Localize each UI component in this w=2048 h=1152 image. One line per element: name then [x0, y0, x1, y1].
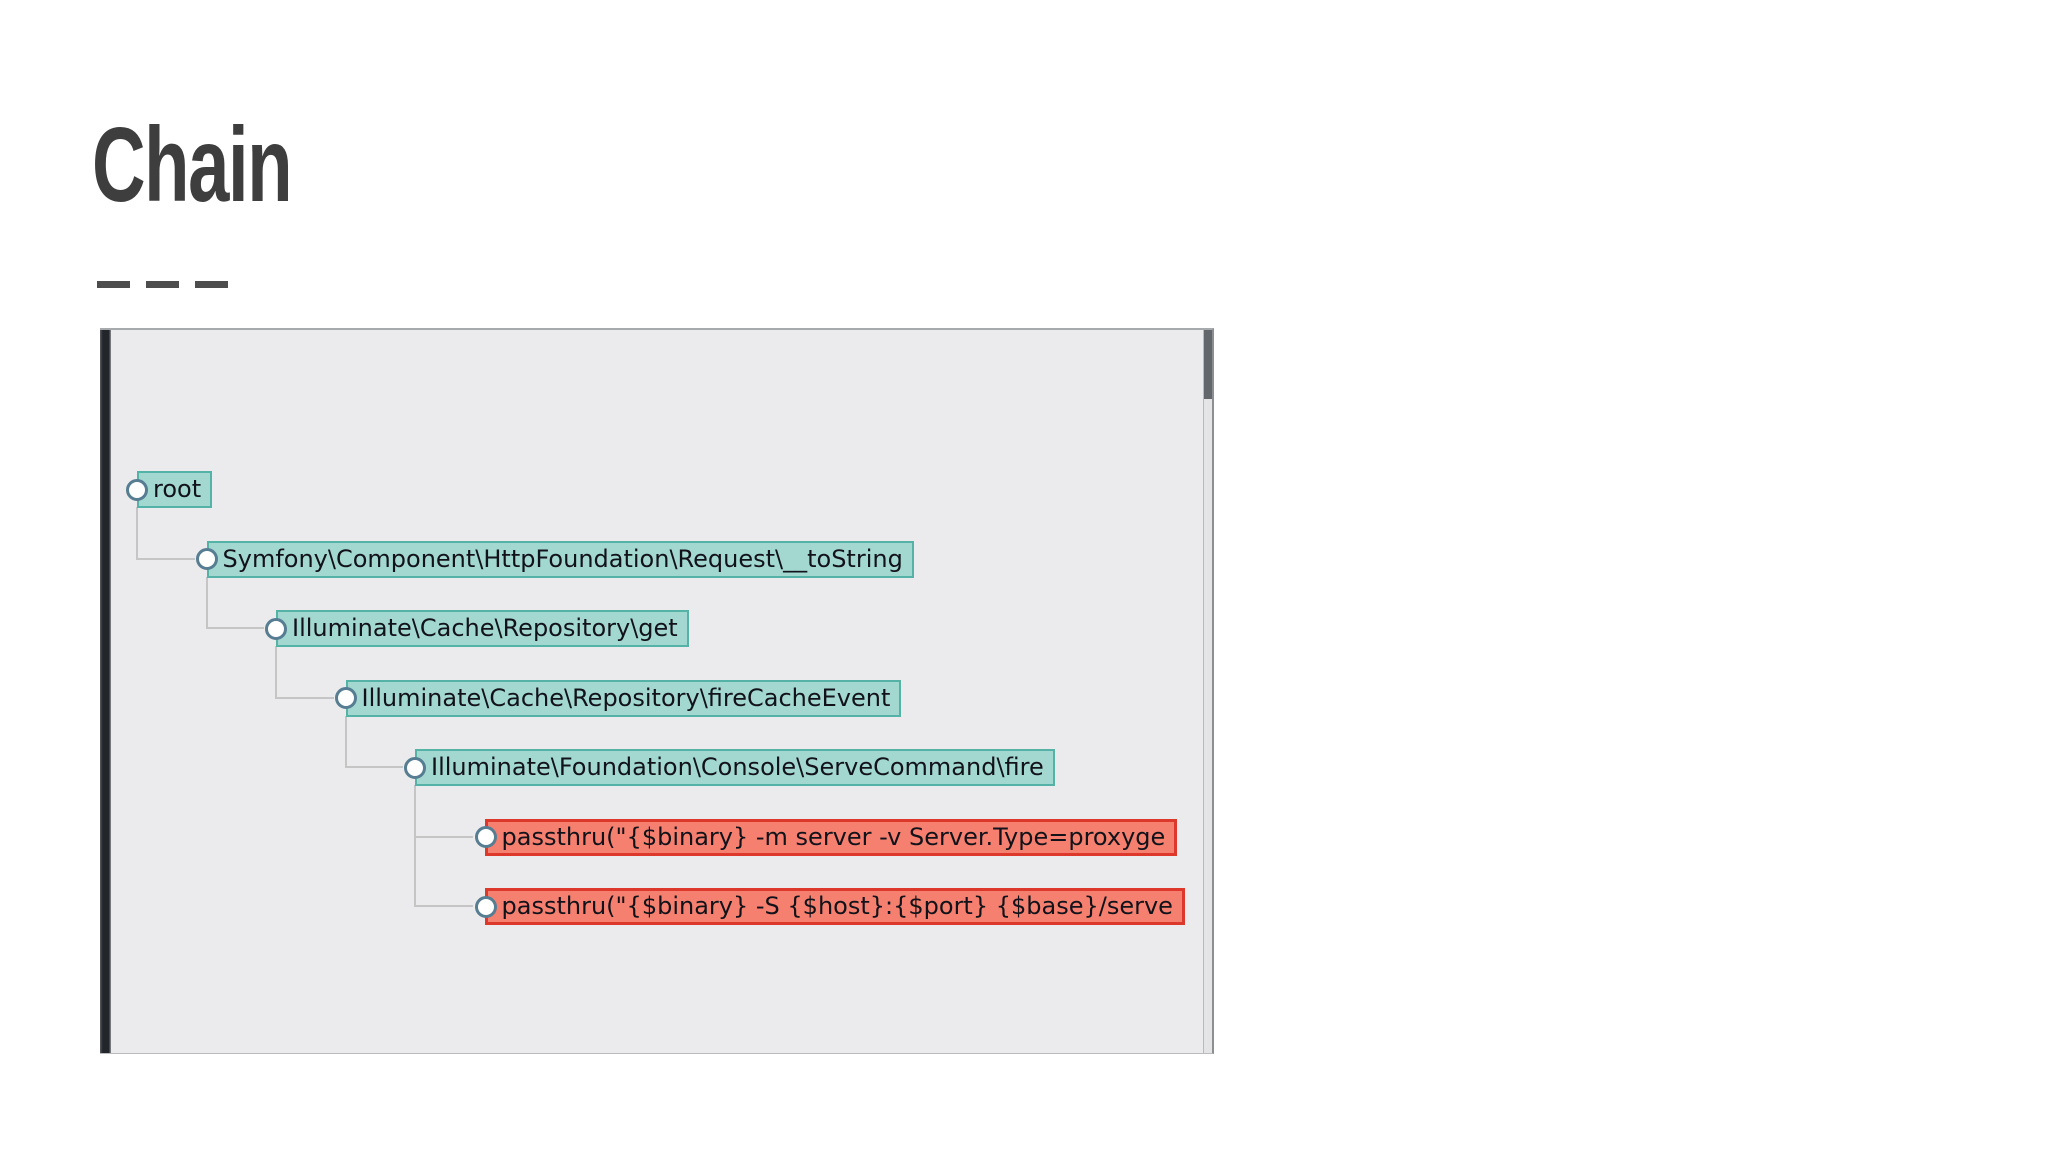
tree-node[interactable]: Illuminate\Cache\Repository\get	[265, 610, 689, 647]
node-label: Symfony\Component\HttpFoundation\Request…	[222, 544, 903, 573]
panel-left-border-bar	[100, 330, 111, 1053]
node-label: Illuminate\Cache\Repository\get	[292, 614, 678, 642]
tree-node[interactable]: passthru("{$binary} -S {$host}:{$port} {…	[474, 888, 1185, 925]
vertical-scrollbar-track[interactable]	[1203, 330, 1212, 1053]
tree-connector-horizontal	[205, 627, 264, 629]
node-toggle-icon[interactable]	[474, 826, 497, 848]
tree-connector-vertical	[344, 715, 347, 768]
node-toggle-icon[interactable]	[265, 617, 287, 640]
tree-node[interactable]: passthru("{$binary} -m server -v Server.…	[474, 818, 1178, 856]
tree-connector-horizontal	[136, 557, 195, 560]
tree-connector-horizontal	[414, 905, 473, 907]
title-divider-dashes	[97, 281, 237, 289]
node-label: passthru("{$binary} -S {$host}:{$port} {…	[501, 892, 1173, 920]
node-label: Illuminate\Foundation\Console\ServeComma…	[431, 753, 1044, 781]
tree-connector-vertical	[275, 646, 277, 699]
node-label: Illuminate\Cache\Repository\fireCacheEve…	[361, 683, 891, 712]
vertical-scrollbar-thumb[interactable]	[1204, 330, 1212, 399]
node-toggle-icon[interactable]	[126, 478, 148, 501]
node-toggle-icon[interactable]	[404, 756, 426, 779]
tree-connector-vertical	[136, 507, 138, 560]
node-toggle-icon[interactable]	[474, 895, 497, 918]
node-toggle-icon[interactable]	[195, 548, 218, 570]
node-label: root	[153, 475, 202, 503]
tree-node[interactable]: Illuminate\Foundation\Console\ServeComma…	[404, 749, 1055, 786]
tree-connector-vertical	[205, 576, 208, 629]
dash	[146, 281, 179, 288]
dash	[97, 281, 130, 288]
dash	[195, 281, 228, 288]
tree-connector-vertical	[414, 785, 416, 907]
node-toggle-icon[interactable]	[334, 687, 357, 709]
tree-node[interactable]: root	[126, 471, 213, 508]
node-label: passthru("{$binary} -m server -v Server.…	[501, 822, 1166, 851]
page-title: Chain	[92, 106, 293, 224]
tree-connector-horizontal	[414, 835, 473, 838]
tree-connector-horizontal	[344, 766, 403, 768]
tree-node[interactable]: Illuminate\Cache\Repository\fireCacheEve…	[334, 679, 902, 717]
tree-node[interactable]: Symfony\Component\HttpFoundation\Request…	[195, 540, 914, 578]
tree-connector-horizontal	[275, 696, 334, 699]
